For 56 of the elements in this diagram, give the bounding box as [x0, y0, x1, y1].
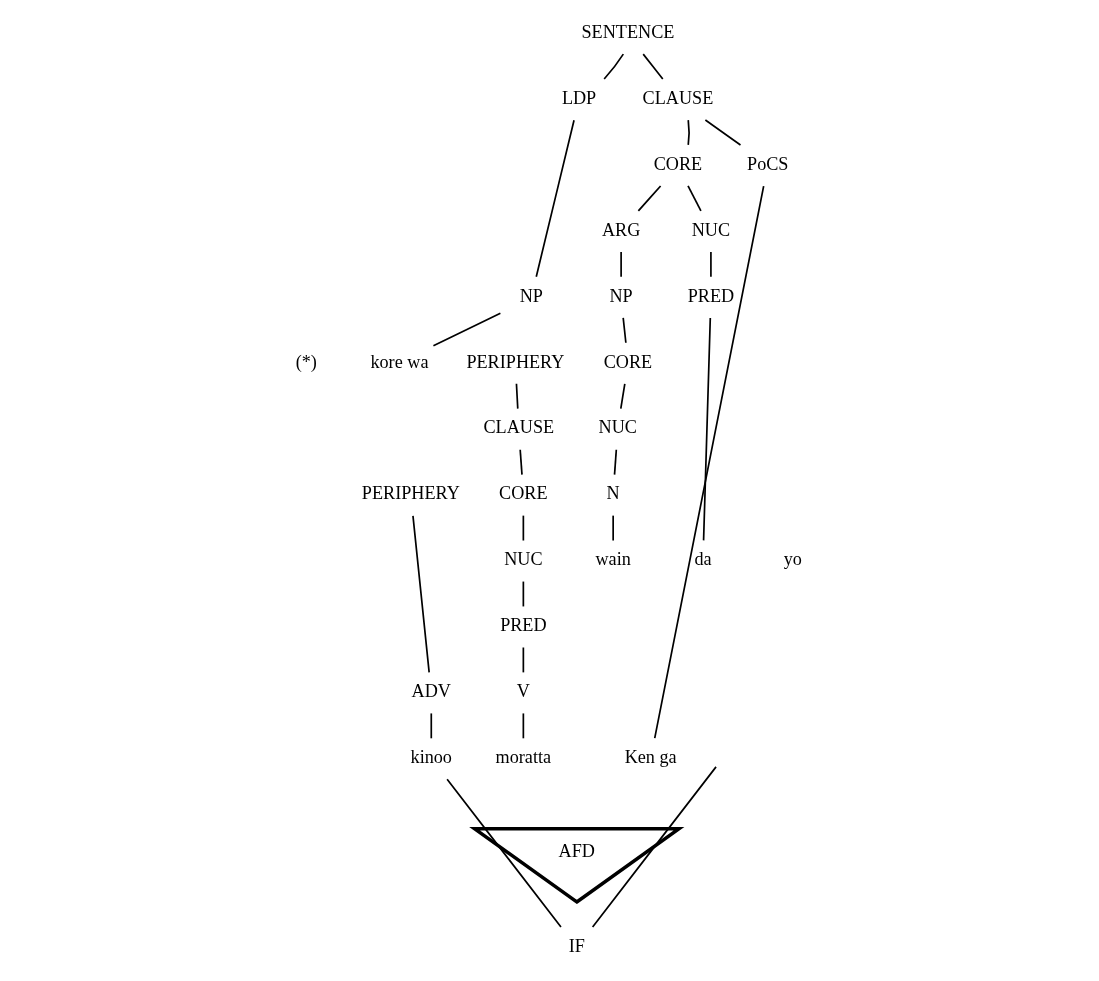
- connector: [613, 448, 618, 476]
- connector: [515, 382, 519, 410]
- node-text: V: [516, 681, 530, 702]
- connector: [522, 712, 525, 740]
- connector: [522, 580, 525, 608]
- connector: [653, 185, 765, 740]
- node-text: Ken ga: [624, 747, 677, 768]
- node-text: PRED: [500, 615, 547, 636]
- connector: [522, 646, 525, 674]
- connector: [687, 119, 690, 146]
- connector: [642, 53, 664, 80]
- node-text: SENTENCE: [581, 21, 675, 42]
- connector: [522, 514, 525, 542]
- connector: [519, 448, 523, 476]
- node-text: moratta: [495, 747, 552, 768]
- connector: [702, 317, 712, 542]
- connector: [612, 514, 614, 542]
- node-text: PERIPHERY: [466, 351, 565, 372]
- connector: [637, 185, 662, 212]
- node-text: NP: [609, 285, 633, 306]
- node-text: wain: [595, 549, 631, 570]
- connector: [446, 778, 562, 928]
- node-text: LDP: [561, 87, 597, 108]
- node-text: CORE: [499, 483, 548, 504]
- node-text: PERIPHERY: [361, 483, 460, 504]
- node-text: CLAUSE: [483, 417, 555, 438]
- node-text: NUC: [504, 549, 543, 570]
- label: (*): [295, 351, 317, 372]
- connector: [622, 317, 627, 344]
- connector: [432, 312, 502, 347]
- node-text: yo: [783, 549, 802, 570]
- node-text: ARG: [601, 219, 641, 240]
- node-text: IF: [568, 935, 585, 956]
- connector: [603, 53, 625, 80]
- connector: [430, 712, 433, 740]
- node-text: da: [694, 549, 712, 570]
- node-text: PRED: [687, 285, 735, 306]
- node-text: kore wa: [370, 351, 429, 372]
- connector: [535, 119, 575, 278]
- node-text: NP: [519, 285, 543, 306]
- connector: [710, 251, 712, 278]
- node-text: PoCS: [747, 153, 789, 174]
- connector: [412, 515, 430, 674]
- node-text: NUC: [598, 417, 637, 438]
- connector: [687, 185, 702, 212]
- node-text: CORE: [603, 351, 653, 372]
- connector: [704, 119, 742, 146]
- node-text: kinoo: [410, 747, 452, 768]
- node-text: CORE: [653, 153, 703, 174]
- connector: [620, 251, 622, 278]
- node-text: NUC: [691, 219, 731, 240]
- node-text: CLAUSE: [642, 87, 714, 108]
- node-text: N: [606, 483, 620, 504]
- connector: [619, 382, 626, 410]
- connector: [591, 766, 717, 928]
- node-text: ADV: [411, 681, 451, 702]
